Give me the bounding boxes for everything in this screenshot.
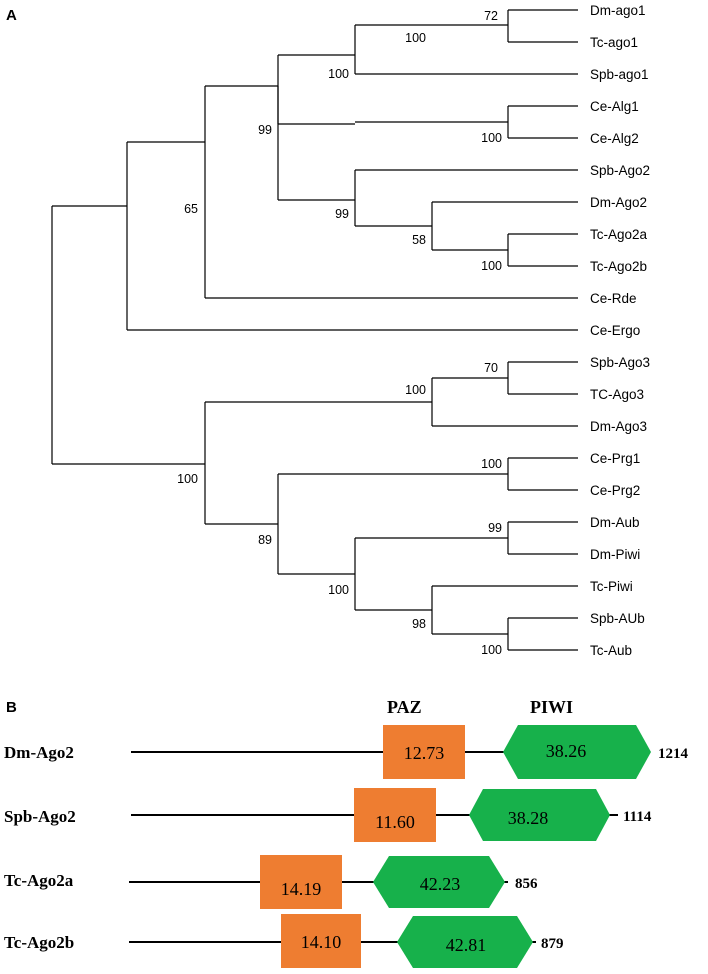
paz-header: PAZ [387,697,422,717]
paz-domain [281,914,361,968]
piwi-domain [397,916,533,968]
piwi-domain [503,725,651,779]
paz-value: 12.73 [404,743,445,763]
taxon-label: Tc-Ago2b [590,259,647,274]
paz-value: 14.19 [281,879,322,899]
bootstrap-value: 65 [184,202,198,216]
paz-value: 14.10 [301,932,342,952]
protein-row: Tc-Ago2b 14.10 42.81 879 [4,914,564,968]
paz-domain [383,725,465,779]
piwi-value: 38.28 [508,808,549,828]
protein-row: Dm-Ago2 12.73 38.26 1214 [4,725,689,779]
bootstrap-value: 72 [484,9,498,23]
bootstrap-value: 89 [258,533,272,547]
bootstrap-value: 99 [488,521,502,535]
piwi-header: PIWI [530,697,573,717]
bootstrap-value: 100 [405,31,426,45]
taxon-label: Tc-Aub [590,643,632,658]
taxon-label: Ce-Prg1 [590,451,640,466]
taxon-label: Ce-Prg2 [590,483,640,498]
bootstrap-value: 100 [328,583,349,597]
protein-row: Tc-Ago2a 14.19 42.23 856 [4,855,538,909]
taxon-label: Ce-Ergo [590,323,640,338]
protein-row: Spb-Ago2 11.60 38.28 1114 [4,788,652,842]
bootstrap-value: 100 [481,643,502,657]
bootstrap-value: 100 [481,131,502,145]
taxon-label: Ce-Alg2 [590,131,639,146]
piwi-value: 42.23 [420,874,461,894]
paz-value: 11.60 [375,812,415,832]
protein-length: 1214 [658,746,689,762]
bootstrap-value: 100 [328,67,349,81]
panel-a-label: A [6,7,17,24]
panel-b: B PAZ PIWI Dm-Ago2 12.73 38.26 1214 Spb-… [4,697,689,968]
bootstrap-value: 99 [335,207,349,221]
taxon-label: Ce-Alg1 [590,99,639,114]
bootstrap-value: 100 [481,457,502,471]
piwi-value: 38.26 [546,741,587,761]
protein-name: Dm-Ago2 [4,743,74,762]
taxon-label: Tc-Piwi [590,579,633,594]
taxon-label: Spb-Ago3 [590,355,650,370]
protein-length: 879 [541,936,564,952]
bootstrap-value: 100 [481,259,502,273]
bootstrap-value: 100 [405,383,426,397]
bootstrap-value: 98 [412,617,426,631]
protein-name: Spb-Ago2 [4,807,76,826]
paz-domain [354,788,436,842]
bootstrap-labels: 72 100 100 100 99 99 58 100 65 70 100 10… [177,9,502,657]
taxon-label: Ce-Rde [590,291,637,306]
taxon-label: Dm-Piwi [590,547,640,562]
piwi-value: 42.81 [446,935,487,955]
taxon-label: Dm-Ago2 [590,195,647,210]
taxon-label: Spb-AUb [590,611,645,626]
taxon-label: Dm-Aub [590,515,640,530]
piwi-domain [373,856,505,908]
protein-name: Tc-Ago2b [4,933,74,952]
taxon-label: Dm-ago1 [590,3,646,18]
taxon-label: TC-Ago3 [590,387,644,402]
taxon-labels: Dm-ago1 Tc-ago1 Spb-ago1 Ce-Alg1 Ce-Alg2… [590,3,650,658]
taxon-label: Tc-Ago2a [590,227,648,242]
taxon-label: Spb-Ago2 [590,163,650,178]
piwi-domain [469,789,610,841]
protein-name: Tc-Ago2a [4,871,74,890]
paz-domain [260,855,342,909]
bootstrap-value: 99 [258,123,272,137]
bootstrap-value: 70 [484,361,498,375]
panel-a: A [6,3,650,658]
bootstrap-value: 58 [412,233,426,247]
protein-length: 1114 [623,809,652,825]
taxon-label: Dm-Ago3 [590,419,647,434]
taxon-label: Spb-ago1 [590,67,649,82]
panel-b-label: B [6,699,17,716]
bootstrap-value: 100 [177,472,198,486]
tree-branches [51,9,578,651]
taxon-label: Tc-ago1 [590,35,638,50]
protein-length: 856 [515,876,538,892]
